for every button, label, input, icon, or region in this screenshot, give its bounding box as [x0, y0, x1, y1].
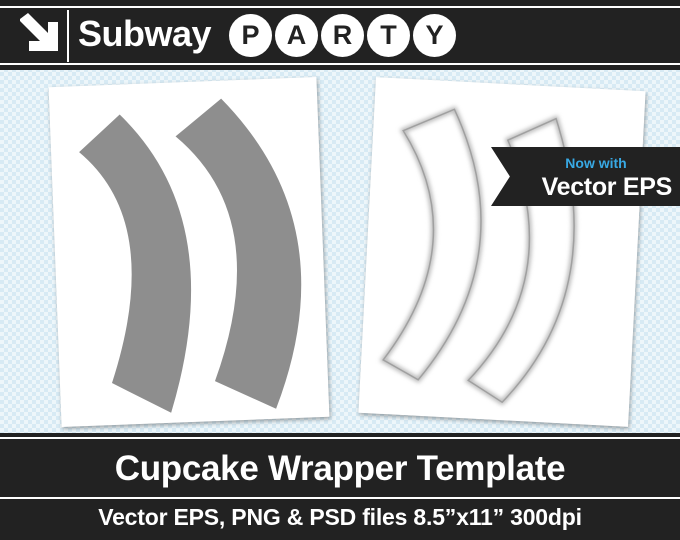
cupcake-wrapper-shape — [175, 98, 302, 409]
template-sheet-outline — [358, 77, 646, 427]
template-sheet-filled — [48, 76, 330, 428]
cupcake-wrapper-outline — [379, 106, 484, 383]
header-divider — [67, 10, 69, 62]
letter-circle: T — [367, 14, 410, 57]
product-title: Cupcake Wrapper Template — [114, 449, 566, 488]
letter-circle: P — [229, 14, 272, 57]
bottom-banner-rule — [0, 437, 680, 439]
badge-line-1: Now with — [565, 155, 627, 171]
bottom-banner — [0, 433, 680, 540]
letter-circle: A — [275, 14, 318, 57]
vector-eps-badge: Now with Vector EPS — [491, 147, 680, 206]
top-banner-rule — [0, 6, 680, 8]
cupcake-wrapper-outline — [464, 115, 577, 406]
diagonal-arrow-icon — [8, 11, 63, 61]
letter-circle: Y — [413, 14, 456, 57]
bottom-banner-rule — [0, 497, 680, 499]
brand-name: Subway — [78, 13, 212, 54]
top-banner: Subway P A R T Y — [0, 0, 680, 70]
letter-circle: R — [321, 14, 364, 57]
party-letters: P A R T Y — [229, 14, 456, 57]
product-subtitle: Vector EPS, PNG & PSD files 8.5”x11” 300… — [98, 504, 582, 530]
badge-line-2: Vector EPS — [541, 173, 673, 201]
cupcake-wrapper-shape — [79, 114, 192, 413]
top-banner-rule — [0, 63, 680, 65]
